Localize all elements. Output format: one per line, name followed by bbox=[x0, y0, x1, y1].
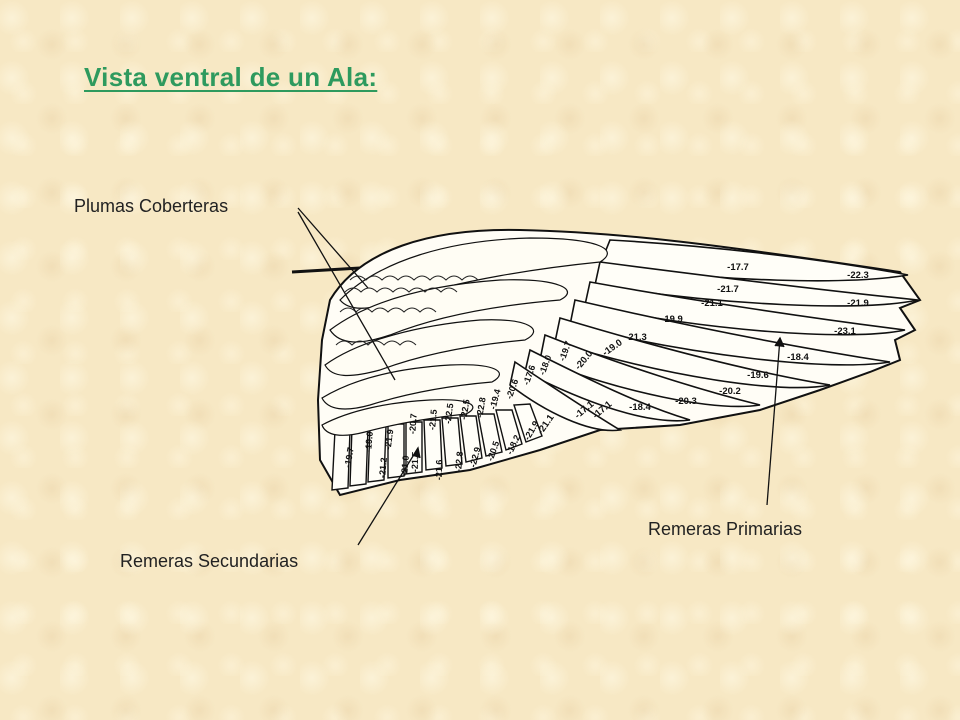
primary-value-13: -20.3 bbox=[675, 396, 697, 407]
primary-value-12: -20.2 bbox=[719, 386, 741, 397]
secondary-value-6: -22.5 bbox=[458, 399, 471, 421]
primary-value-2: -21.7 bbox=[717, 284, 739, 295]
primaries-label: Remeras Primarias bbox=[648, 519, 803, 539]
secondary-value-7: -22.5 bbox=[443, 403, 456, 425]
secondary-value-17: -22.8 bbox=[453, 451, 465, 472]
secondary-value-11: -19.0 bbox=[363, 431, 375, 452]
primary-value-14: -18.4 bbox=[629, 402, 651, 413]
secondaries-pointer bbox=[357, 447, 419, 546]
secondary-feathers bbox=[331, 403, 543, 491]
secondary-value-labels: -19.7-18.0-17.6-20.6-19.4-22.8-22.5-22.5… bbox=[342, 340, 573, 481]
secondary-value-5: -22.8 bbox=[474, 397, 487, 419]
secondary-value-16: -21.6 bbox=[434, 459, 445, 480]
label-pointers bbox=[297, 207, 785, 546]
secondary-value-10: -21.9 bbox=[383, 429, 396, 451]
coverts-pointer-2 bbox=[297, 211, 396, 381]
coverts-label: Plumas Coberteras bbox=[74, 196, 229, 216]
secondary-value-9: -20.7 bbox=[407, 413, 418, 434]
primaries-pointer bbox=[766, 337, 781, 506]
primary-value-5: -19.9 bbox=[661, 314, 683, 325]
secondaries-arrowhead bbox=[412, 446, 421, 459]
page-title: Vista ventral de un Ala: bbox=[84, 62, 378, 92]
primary-value-8: -18.4 bbox=[787, 352, 809, 363]
secondary-value-14: -21.0 bbox=[399, 455, 411, 476]
primary-value-4: -21.1 bbox=[701, 298, 723, 309]
primary-value-6: -23.1 bbox=[834, 326, 856, 337]
scale-texture bbox=[335, 275, 479, 346]
secondary-value-13: -21.2 bbox=[377, 457, 389, 478]
primary-value-7: -21.3 bbox=[625, 332, 647, 343]
primary-feathers bbox=[509, 239, 919, 432]
primary-value-10: -19.6 bbox=[747, 370, 769, 381]
secondary-value-8: -21.5 bbox=[427, 409, 439, 430]
primary-value-0: -17.7 bbox=[727, 262, 749, 273]
coverts-pointer-1 bbox=[297, 207, 369, 289]
secondaries-label: Remeras Secundarias bbox=[120, 551, 299, 571]
secondary-value-12: -19.7 bbox=[342, 447, 355, 469]
secondary-value-15: -21.5 bbox=[410, 451, 421, 472]
primaries-arrowhead bbox=[774, 336, 785, 348]
primary-value-3: -21.9 bbox=[847, 298, 869, 309]
primary-value-1: -22.3 bbox=[847, 270, 869, 281]
